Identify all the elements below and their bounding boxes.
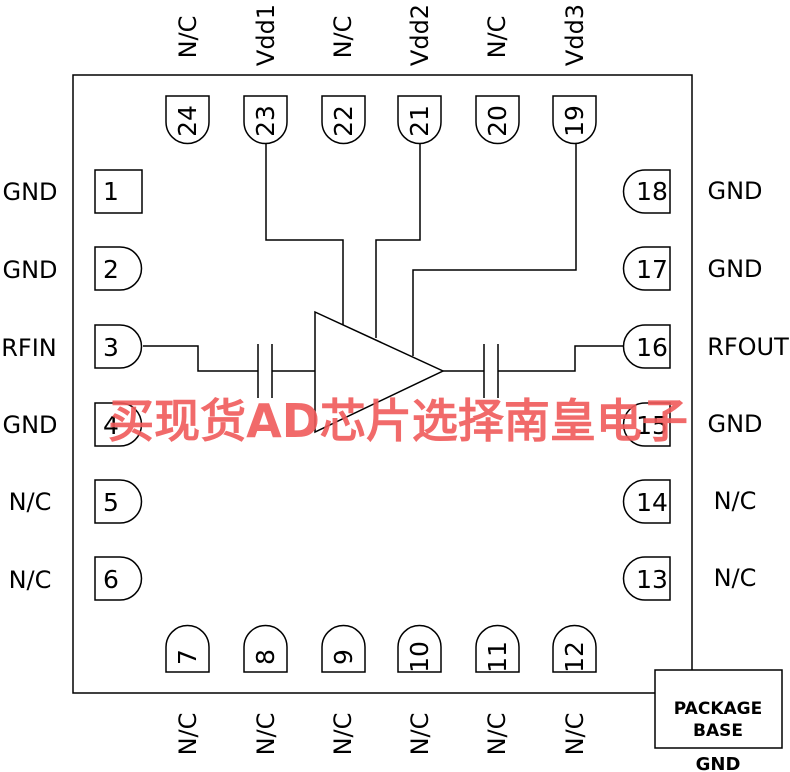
pin-label-22: N/C xyxy=(329,16,357,59)
pad-10 xyxy=(397,624,442,673)
pin-label-5: N/C xyxy=(9,488,52,516)
pin-label-1: GND xyxy=(2,178,57,206)
pad-24 xyxy=(165,95,210,145)
pin-number-23: 23 xyxy=(251,105,280,137)
pin-number-4: 4 xyxy=(103,411,119,440)
pin-number-5: 5 xyxy=(103,488,119,517)
pin-number-11: 11 xyxy=(483,641,512,673)
pin-label-23: Vdd1 xyxy=(252,4,280,66)
package-base-line1: PACKAGE xyxy=(674,699,762,719)
pin-label-9: N/C xyxy=(329,713,357,756)
pad-22 xyxy=(321,95,366,145)
pad-16 xyxy=(622,324,671,369)
pin-label-19: Vdd3 xyxy=(561,4,589,66)
pin-number-18: 18 xyxy=(636,177,668,206)
pin-number-19: 19 xyxy=(560,105,589,137)
pin-label-16: RFOUT xyxy=(707,333,789,361)
pin-number-24: 24 xyxy=(173,105,202,137)
pin-number-10: 10 xyxy=(405,641,434,673)
pad-21 xyxy=(397,95,442,145)
rfout-trace xyxy=(498,345,623,372)
amplifier-symbol xyxy=(314,310,445,434)
pin-label-8: N/C xyxy=(252,713,280,756)
pad-6 xyxy=(94,556,143,601)
pin-number-14: 14 xyxy=(636,488,668,517)
pin-label-24: N/C xyxy=(174,16,202,59)
package-outline xyxy=(72,74,693,694)
pad-20 xyxy=(475,95,520,145)
pin-number-8: 8 xyxy=(251,649,280,665)
pad-8 xyxy=(243,624,288,673)
pad-12 xyxy=(552,624,597,673)
pad-23 xyxy=(243,95,288,145)
pin-label-6: N/C xyxy=(9,566,52,594)
pin-number-21: 21 xyxy=(405,105,434,137)
pin-number-9: 9 xyxy=(329,649,358,665)
pin-number-12: 12 xyxy=(560,641,589,673)
package-base-pin-label: GND xyxy=(696,754,741,772)
pad-14 xyxy=(622,479,671,524)
pin-number-16: 16 xyxy=(636,333,668,362)
pad-11 xyxy=(475,624,520,673)
pin-label-10: N/C xyxy=(406,713,434,756)
pin-number-2: 2 xyxy=(103,255,119,284)
pin-number-6: 6 xyxy=(103,565,119,594)
pin-number-17: 17 xyxy=(636,255,668,284)
pin-number-20: 20 xyxy=(483,105,512,137)
pin-label-12: N/C xyxy=(561,713,589,756)
watermark-text: 买现货AD芯片选择南皇电子 xyxy=(108,394,688,448)
pin-label-14: N/C xyxy=(714,487,757,515)
pin-number-7: 7 xyxy=(173,649,202,665)
pad-15 xyxy=(622,402,671,447)
pad-1 xyxy=(94,169,143,214)
vdd1-bias-line xyxy=(265,143,344,325)
pad-5 xyxy=(94,479,143,524)
vdd2-bias-line xyxy=(375,143,421,338)
pin-label-15: GND xyxy=(707,410,762,438)
pin-label-18: GND xyxy=(707,177,762,205)
pad-2 xyxy=(94,246,143,291)
package-base-box xyxy=(654,669,783,749)
rfin-trace xyxy=(143,345,258,372)
vdd3-bias-line xyxy=(412,143,577,356)
package-base-line2: BASE xyxy=(693,721,743,741)
pin-label-13: N/C xyxy=(714,564,757,592)
pad-13 xyxy=(622,556,671,601)
pad-7 xyxy=(165,624,210,673)
pin-number-13: 13 xyxy=(636,565,668,594)
pin-label-17: GND xyxy=(707,255,762,283)
pin-number-15: 15 xyxy=(636,411,668,440)
pin-label-21: Vdd2 xyxy=(406,4,434,66)
pad-18 xyxy=(622,169,671,214)
pin-label-7: N/C xyxy=(174,713,202,756)
pin-label-3: RFIN xyxy=(1,334,57,362)
pin-number-1: 1 xyxy=(103,177,119,206)
pin-label-20: N/C xyxy=(483,16,511,59)
pad-4 xyxy=(94,402,143,447)
pin-number-22: 22 xyxy=(329,105,358,137)
pin-number-3: 3 xyxy=(103,333,119,362)
pad-17 xyxy=(622,246,671,291)
pin-label-11: N/C xyxy=(483,713,511,756)
pin-label-2: GND xyxy=(2,256,57,284)
pin-label-4: GND xyxy=(2,411,57,439)
pad-3 xyxy=(94,324,143,369)
pad-9 xyxy=(321,624,366,673)
